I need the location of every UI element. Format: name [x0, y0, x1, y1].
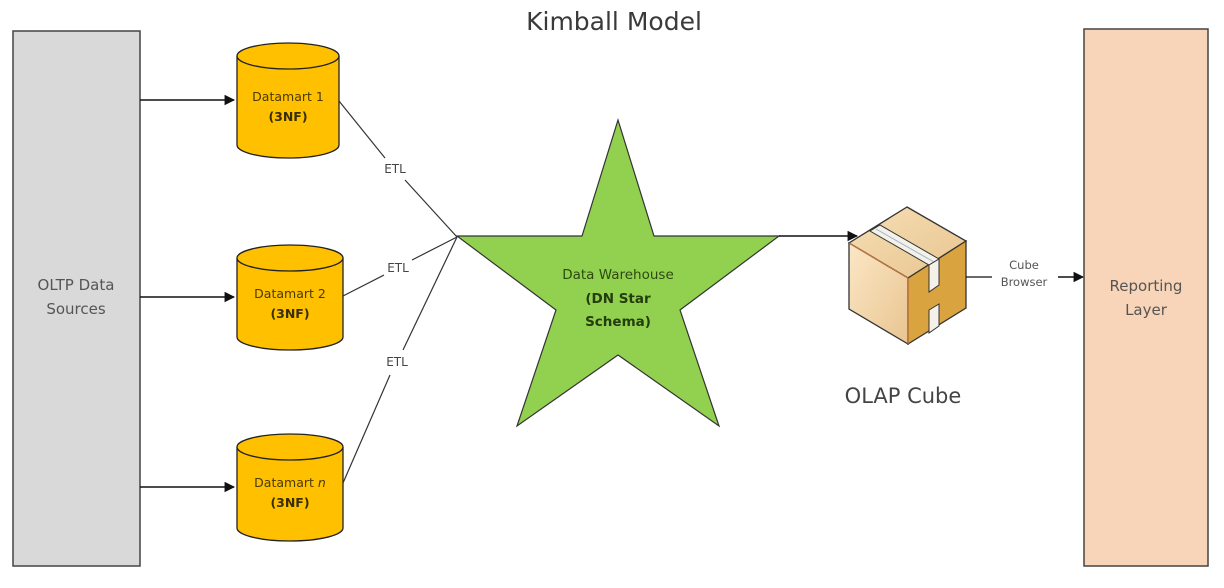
etl-line-datamart-1 [338, 100, 386, 159]
reporting-layer-box: Reporting Layer [1083, 28, 1209, 567]
datamart-1-type: (3NF) [268, 109, 307, 124]
etl-line-datamart-n [342, 374, 391, 484]
olap-cube-caption: OLAP Cube [845, 384, 962, 408]
reporting-label-line-1: Reporting [1110, 277, 1183, 295]
etl-line-datamart-2 [342, 274, 385, 297]
reporting-label-line-2: Layer [1125, 301, 1168, 319]
oltp-label-line-2: Sources [46, 300, 106, 318]
datamart-n-type: (3NF) [270, 495, 309, 510]
oltp-data-sources-box: OLTP Data Sources [12, 30, 141, 567]
etl-connectors: ETL ETL ETL [338, 100, 458, 484]
datamart-2-type: (3NF) [270, 306, 309, 321]
warehouse-sub-line-2: Schema) [585, 314, 651, 330]
etl-label-1: ETL [384, 162, 406, 176]
datamart-n-name: Datamart n [254, 475, 326, 490]
data-warehouse-star: Data Warehouse (DN Star Schema) [455, 117, 781, 428]
oltp-label-line-1: OLTP Data [38, 276, 115, 294]
datamart-n-cylinder: Datamart n (3NF) [236, 433, 344, 542]
etl-label-3: ETL [386, 355, 408, 369]
datamart-1-cylinder: Datamart 1 (3NF) [236, 42, 340, 159]
cube-browser-label-line-1: Cube [1009, 258, 1039, 272]
datamart-2-cylinder: Datamart 2 (3NF) [236, 244, 344, 351]
cube-browser-label-line-2: Browser [1001, 275, 1048, 289]
datamart-2-name: Datamart 2 [254, 286, 326, 301]
diagram-title: Kimball Model [526, 7, 702, 36]
olap-cube-icon [847, 206, 968, 346]
warehouse-sub-line-1: (DN Star [585, 291, 651, 307]
datamart-1-name: Datamart 1 [252, 89, 324, 104]
etl-label-2: ETL [387, 261, 409, 275]
warehouse-label: Data Warehouse [562, 267, 674, 283]
